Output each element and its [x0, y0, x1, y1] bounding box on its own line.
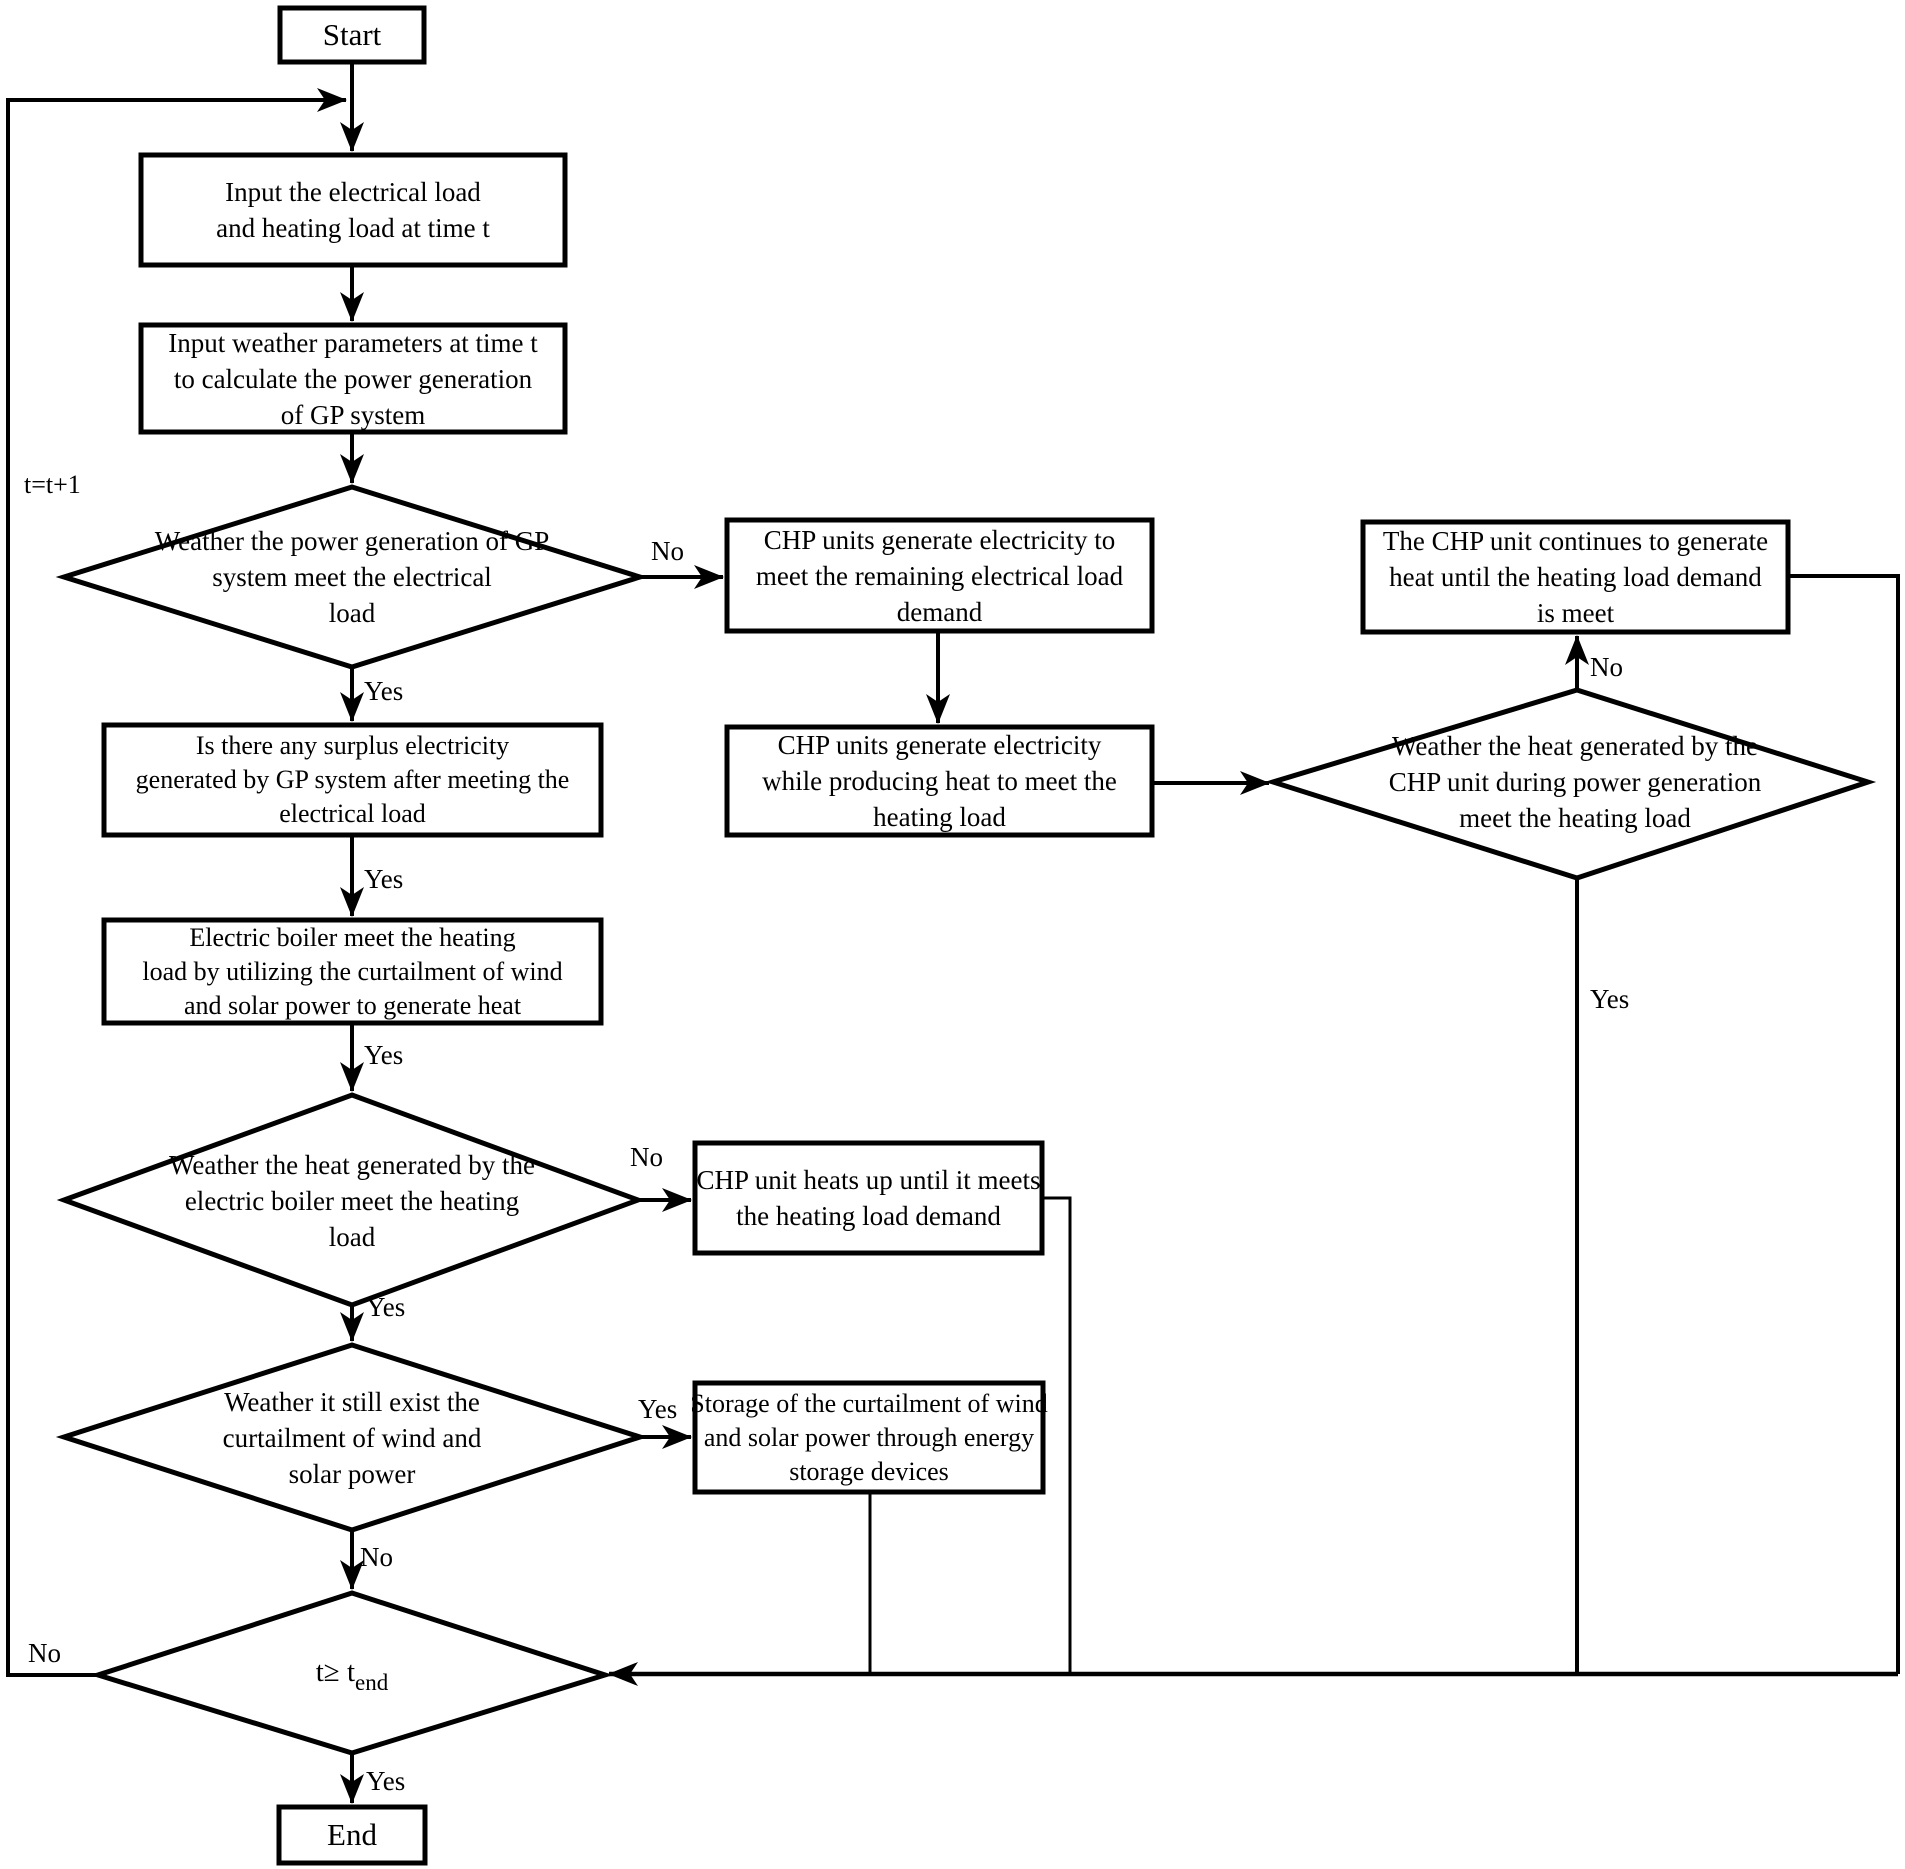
input-weather-line: to calculate the power generation — [173, 363, 533, 394]
edge-label-no-curtail: No — [360, 1542, 393, 1572]
edge-chpheat-down — [1042, 1196, 1072, 1674]
storage-node: Storage of the curtailment of wind and s… — [690, 1383, 1047, 1492]
boiler-node: Electric boiler meet the heating load by… — [106, 920, 599, 1023]
boiler-line: load by utilizing the curtailment of win… — [142, 956, 563, 986]
end-label: End — [327, 1817, 377, 1852]
chp-heats-up-line: the heating load demand — [736, 1201, 1001, 1231]
edge-label-no-boiler: No — [630, 1142, 663, 1172]
edge-label-yes-boiler-in: Yes — [364, 1040, 404, 1070]
decision-boiler-heat-diamond — [56, 1092, 646, 1308]
chp-continue-heat-line: heat until the heating load demand — [1389, 562, 1762, 592]
chp-continue-heat-line: The CHP unit continues to generate — [1382, 526, 1769, 556]
storage-line: and solar power through energy — [703, 1422, 1035, 1452]
chp-cogeneration-box — [724, 724, 1155, 838]
surplus-line: generated by GP system after meeting the — [135, 765, 570, 794]
input-weather-box — [138, 322, 568, 435]
boiler-box — [101, 917, 604, 1026]
decision-gp-meet-diamond — [55, 484, 649, 670]
edge-loop-back — [6, 88, 347, 1677]
decision-chp-heat-line: Weather the heat generated by the — [1392, 731, 1758, 761]
chp-remaining-line: meet the remaining electrical load — [755, 560, 1124, 591]
edge-label-yes-chp-heat: Yes — [1590, 984, 1630, 1014]
decision-chp-heat-line: meet the heating load — [1459, 803, 1691, 833]
time-end-main: t≥ t — [315, 1656, 356, 1688]
edge-label-yes-boiler: Yes — [366, 1292, 406, 1322]
chp-cogeneration-node: CHP units generate electricity while pro… — [732, 727, 1147, 835]
time-end-subscript: end — [355, 1670, 389, 1695]
input-load-line: and heating load at time t — [216, 213, 490, 243]
chp-remaining-box — [724, 517, 1155, 634]
boiler-line: Electric boiler meet the heating — [189, 922, 516, 952]
decision-curtailment-node: Weather it still exist the curtailment o… — [132, 1383, 572, 1493]
decision-curtailment-line: curtailment of wind and — [222, 1423, 482, 1453]
storage-box — [692, 1380, 1046, 1495]
edge-rightbox-down — [1788, 574, 1900, 1674]
chp-cogeneration-line: heating load — [873, 802, 1006, 832]
decision-curtailment-line: Weather it still exist the — [224, 1387, 480, 1417]
input-load-line: Input the electrical load — [225, 177, 481, 207]
edge-label-yes-gp: Yes — [364, 676, 404, 706]
chp-heats-up-box — [692, 1140, 1045, 1256]
decision-boiler-heat-line: Weather the heat generated by the — [169, 1150, 535, 1180]
end-node-box — [276, 1804, 428, 1866]
chp-remaining-line: demand — [896, 596, 983, 627]
boiler-line: and solar power to generate heat — [183, 990, 522, 1020]
chp-remaining-node: CHP units generate electricity to meet t… — [732, 520, 1147, 631]
edge-label-no-time-end: No — [28, 1638, 61, 1668]
time-end-expression: t≥ tend — [315, 1654, 389, 1695]
decision-gp-meet-line: load — [328, 598, 376, 628]
decision-boiler-heat-line: electric boiler meet the heating — [184, 1186, 520, 1216]
decision-boiler-heat-node: Weather the heat generated by the electr… — [97, 1146, 607, 1256]
input-weather-line: Input weather parameters at time t — [168, 327, 538, 358]
decision-curtailment-line: solar power — [288, 1459, 416, 1489]
edge-label-yes-curtail: Yes — [638, 1394, 678, 1424]
chp-continue-heat-line: is meet — [1536, 598, 1615, 628]
start-node-box — [277, 5, 427, 65]
edge-label-no-gp: No — [651, 536, 684, 566]
decision-chp-heat-node: Weather the heat generated by the CHP un… — [1295, 724, 1855, 840]
chp-cogeneration-line: CHP units generate electricity — [777, 730, 1102, 760]
end-node: End — [279, 1807, 425, 1863]
input-weather-node: Input weather parameters at time t to ca… — [146, 325, 560, 432]
decision-curtailment-diamond — [55, 1342, 649, 1533]
decision-gp-meet-node: Weather the power generation of GP syste… — [92, 519, 612, 635]
decision-time-end-diamond — [89, 1590, 614, 1756]
decision-chp-heat-diamond — [1264, 687, 1877, 881]
chp-continue-heat-box — [1360, 519, 1791, 635]
decision-time-end-node: t≥ tend — [252, 1649, 452, 1697]
chp-continue-heat-node: The CHP unit continues to generate heat … — [1368, 522, 1783, 632]
surplus-box — [101, 722, 604, 838]
chp-heats-up-node: CHP unit heats up until it meets the hea… — [697, 1143, 1041, 1253]
input-load-box — [138, 152, 568, 268]
surplus-line: electrical load — [279, 799, 426, 828]
start-label: Start — [322, 17, 382, 52]
surplus-line: Is there any surplus electricity — [195, 731, 510, 760]
chp-heats-up-line: CHP unit heats up until it meets — [696, 1165, 1041, 1195]
decision-boiler-heat-line: load — [328, 1222, 376, 1252]
decision-gp-meet-line: system meet the electrical — [212, 562, 492, 592]
edge-label-no-chp-heat: No — [1590, 652, 1623, 682]
chp-remaining-line: CHP units generate electricity to — [763, 524, 1116, 555]
input-load-node: Input the electrical load and heating lo… — [146, 155, 560, 265]
storage-line: Storage of the curtailment of wind — [690, 1388, 1048, 1418]
surplus-node: Is there any surplus electricity generat… — [106, 725, 599, 835]
decision-gp-meet-line: Weather the power generation of GP — [154, 526, 550, 556]
iterate-label: t=t+1 — [24, 470, 81, 499]
storage-line: storage devices — [789, 1456, 949, 1486]
edge-label-yes-time-end: Yes — [366, 1766, 406, 1796]
chp-cogeneration-line: while producing heat to meet the — [762, 766, 1117, 796]
edge-label-yes-surplus: Yes — [364, 864, 404, 894]
input-weather-line: of GP system — [280, 399, 426, 430]
decision-chp-heat-line: CHP unit during power generation — [1388, 767, 1762, 797]
start-node: Start — [280, 8, 424, 62]
